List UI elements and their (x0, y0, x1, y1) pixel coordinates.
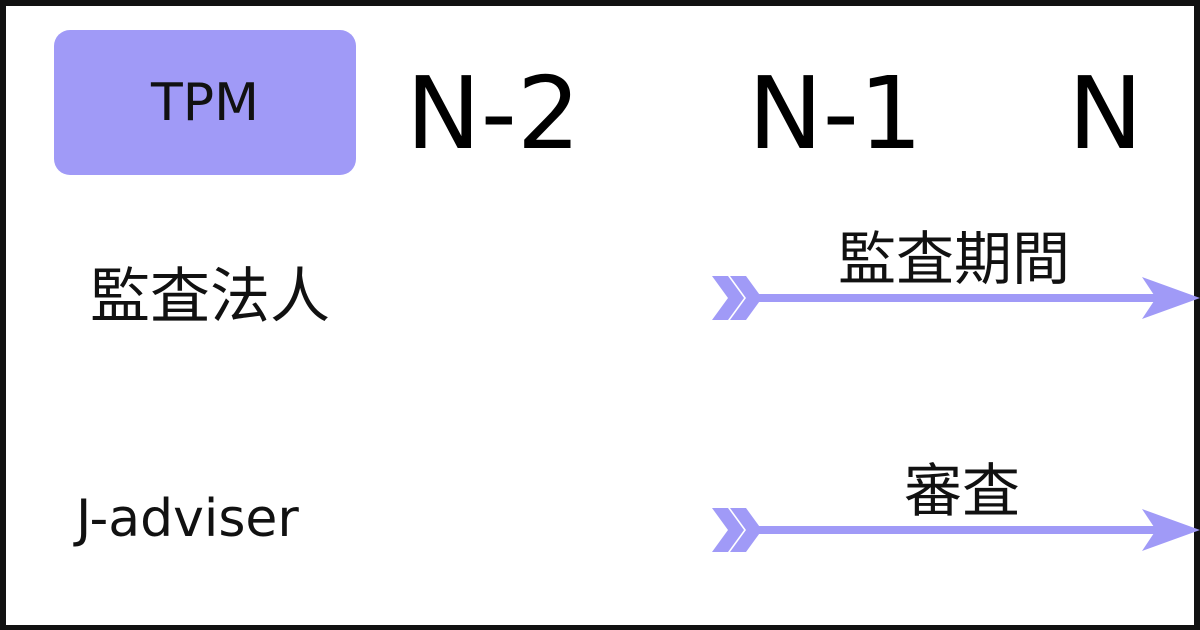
year-label-n: N (1068, 55, 1143, 172)
row-label-j-adviser: J-adviser (76, 489, 299, 549)
review-arrow (712, 508, 1200, 552)
tpm-badge-label: TPM (151, 72, 259, 133)
review-arrow-fletch-2 (730, 508, 762, 552)
year-label-n-minus-2: N-2 (406, 55, 581, 172)
audit-period-arrow (712, 276, 1200, 320)
year-label-n-minus-1: N-1 (748, 55, 923, 172)
audit-arrow-fletch-2 (730, 276, 762, 320)
review-arrow-shaft (756, 526, 1156, 534)
tpm-badge: TPM (54, 30, 356, 175)
audit-arrow-shaft (756, 294, 1156, 302)
phase-label-audit-period: 監査期間 (838, 225, 1071, 293)
phase-label-review: 審査 (904, 457, 1021, 525)
row-label-audit-firm: 監査法人 (90, 262, 330, 332)
audit-arrow-fletch-1 (712, 276, 744, 320)
audit-arrow-head (1142, 277, 1200, 319)
review-arrow-fletch-1 (712, 508, 744, 552)
review-arrow-head (1142, 509, 1200, 551)
